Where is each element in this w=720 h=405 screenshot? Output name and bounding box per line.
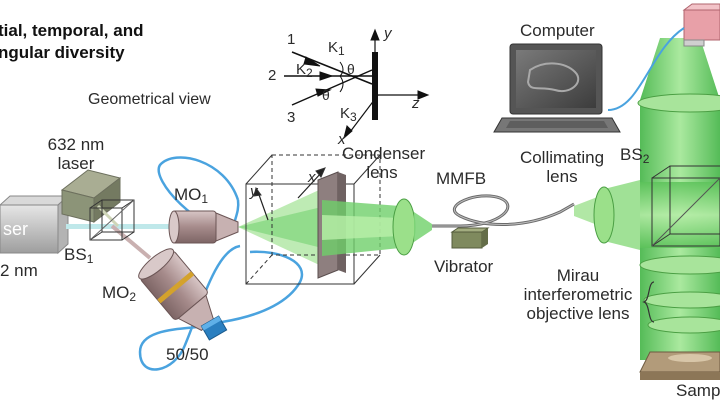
cube-axis-x: x xyxy=(308,169,316,186)
bs1-label: BS1 xyxy=(64,245,94,266)
theta-bottom-label: θ xyxy=(322,87,330,103)
title-line-2: ngular diversity xyxy=(0,43,125,62)
mo1-objective xyxy=(168,210,239,244)
sample-stage xyxy=(639,351,720,380)
mo1-label: MO1 xyxy=(174,185,209,206)
vibrator-label: Vibrator xyxy=(434,257,494,276)
bs2-cube xyxy=(651,165,720,247)
condensed-beam xyxy=(322,200,400,256)
cube-axis-y: y xyxy=(250,183,258,200)
sample-label: Samp xyxy=(676,381,720,400)
beam-2-label: 2 xyxy=(268,67,277,84)
k3-label: K3 xyxy=(340,105,357,124)
k2-label: K2 xyxy=(296,61,313,80)
mmfb-fiber xyxy=(432,194,575,228)
mo2-objective xyxy=(138,248,215,331)
wavevector-inset xyxy=(284,28,430,140)
k1-label: K1 xyxy=(328,39,345,58)
fiber-coupler xyxy=(200,315,228,341)
geometrical-view-label: Geometrical view xyxy=(88,91,211,108)
condenser-lens xyxy=(392,198,432,256)
main-laser-label: ser xyxy=(3,219,29,239)
computer-cable xyxy=(607,27,685,111)
laser-632nm xyxy=(60,169,122,224)
laptop xyxy=(493,43,621,133)
diffuse-cone xyxy=(238,185,330,270)
vibrator xyxy=(450,227,490,249)
bs1-cube xyxy=(89,199,135,241)
mirau-bracket xyxy=(642,281,655,323)
mmfb-fiber-inner xyxy=(432,195,575,227)
inset-axis-y: y xyxy=(384,25,392,42)
beam-to-bs2 xyxy=(640,182,720,248)
bs2-label: BS2 xyxy=(620,145,650,166)
collimating-lens xyxy=(574,180,640,250)
main-laser-wavelength: 2 nm xyxy=(0,261,38,280)
beam-3-label: 3 xyxy=(287,109,296,126)
coupler-label: 50/50 xyxy=(166,345,209,364)
computer-label: Computer xyxy=(520,21,595,40)
beam-1-label: 1 xyxy=(287,31,296,48)
mmfb-label: MMFB xyxy=(436,169,487,188)
camera xyxy=(682,3,720,47)
main-laser xyxy=(0,194,70,255)
laser-beams xyxy=(66,204,176,260)
inset-axis-x: x xyxy=(338,131,346,148)
theta-top-label: θ xyxy=(347,61,355,77)
title-line-1: tial, temporal, and xyxy=(0,21,144,40)
mo2-label: MO2 xyxy=(102,283,137,304)
inset-axis-z: z xyxy=(412,95,420,112)
